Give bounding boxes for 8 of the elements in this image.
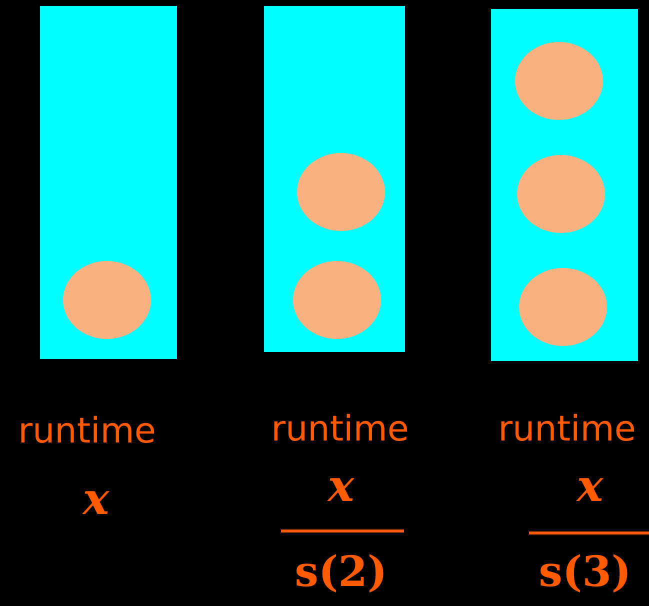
runtime-label: runtime [18,414,156,450]
math-denominator: s(2) [294,551,388,593]
math-denominator: s(3) [538,551,632,593]
runtime-label: runtime [271,412,409,448]
math-variable: x [82,478,110,522]
math-variable: x [328,465,354,509]
runtime-label: runtime [498,412,636,448]
math-variable: x [576,465,604,509]
